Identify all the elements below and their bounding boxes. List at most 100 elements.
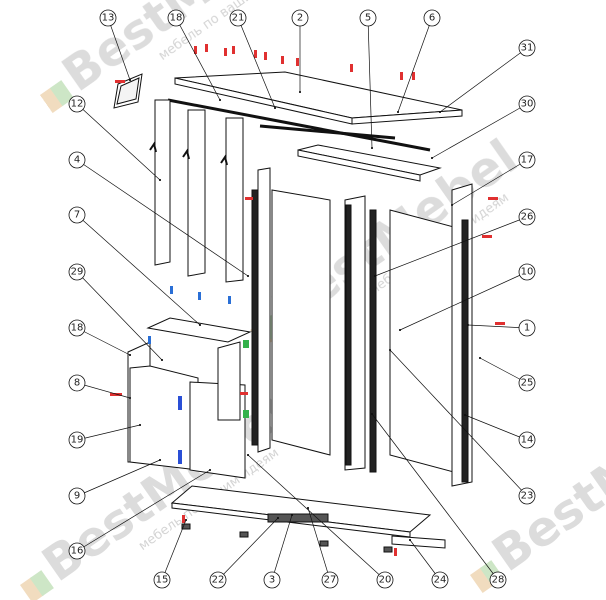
callout-label: 27 [324,575,337,586]
callout-leader [76,468,212,552]
callout-leader [76,103,162,182]
callout-label: 5 [365,13,371,24]
callout-leader [271,513,294,581]
callout-label: 17 [521,155,534,166]
callout-leader [107,17,132,82]
callout-leader [246,453,386,581]
callout-leader [398,271,528,332]
low-cabinet [127,317,252,479]
callout-circle [263,571,281,589]
callout-circle [229,9,247,27]
callout-leader [237,17,277,110]
callout-label: 23 [521,491,534,502]
callout-circle [99,9,117,27]
callout-circle [68,95,86,113]
callout-leader [463,413,528,441]
callout-label: 28 [492,575,505,586]
callout-leader [388,348,528,497]
callout-circle [68,263,86,281]
callout-circle [68,542,86,560]
callout-circle [518,208,536,226]
callout-label: 9 [74,491,80,502]
callout-leader [478,356,528,384]
callout-label: 29 [71,267,84,278]
callout-leader [306,506,331,581]
callout-label: 18 [170,13,183,24]
callout-leader [450,159,528,207]
top-panel [167,71,463,152]
callout-leader [76,382,132,400]
callout-leader [76,159,250,278]
callout-label: 24 [434,575,447,586]
callout-label: 1 [524,323,530,334]
callout-label: 30 [521,99,534,110]
callout-circle [518,151,536,169]
callout-label: 3 [269,575,275,586]
callout-circle [518,431,536,449]
legs [181,523,393,553]
callout-leader [367,17,374,150]
callout-circle [167,9,185,27]
callout-label: 22 [212,575,225,586]
callout-leader [76,327,132,357]
hanger-panels [149,99,244,283]
callout-label: 8 [74,378,80,389]
callout-label: 10 [521,267,534,278]
callout-leader [76,458,162,497]
callout-label: 6 [429,13,435,24]
callout-circle [153,571,171,589]
callout-leader [438,47,528,114]
callout-leader [466,323,528,329]
callout-leader [175,17,222,102]
callout-circle [359,9,377,27]
callout-label: 20 [379,575,392,586]
watermark-brand-4: BestMebel [482,374,606,583]
callout-label: 25 [521,378,534,389]
callout-label: 2 [297,13,303,24]
callout-circle [518,263,536,281]
callout-label: 15 [156,575,169,586]
callout-circle [68,319,86,337]
callout-label: 19 [71,435,84,446]
callout-circle [68,206,86,224]
screws [110,44,505,556]
callout-circle [423,9,441,27]
callout-circle [518,374,536,392]
callout-leader [396,17,433,114]
callout-circle [68,374,86,392]
callout-circle [209,571,227,589]
shelf [297,144,442,182]
callout-circle [68,431,86,449]
callout-label: 14 [521,435,534,446]
callout-label: 21 [232,13,245,24]
callout-label: 7 [74,210,80,221]
callout-circle [518,95,536,113]
callout-leader [370,412,499,581]
callout-circle [68,487,86,505]
callout-leader [161,518,188,581]
callout-circle [68,151,86,169]
seat-panel [170,485,446,549]
dowels [148,286,231,344]
callout-label: 31 [521,43,534,54]
callout-circle [291,9,309,27]
callout-label: 12 [71,99,84,110]
mirror [113,73,143,109]
callout-label: 18 [71,323,84,334]
callout-circle [321,571,339,589]
callout-leader [76,271,164,362]
callout-circle [489,571,507,589]
callout-leader [373,216,528,278]
callout-circle [518,319,536,337]
callout-label: 26 [521,212,534,223]
callout-circle [518,39,536,57]
callout-circle [431,571,449,589]
callout-circle [376,571,394,589]
callout-label: 13 [102,13,115,24]
callout-leader [217,516,280,581]
callout-circle [518,487,536,505]
callout-label: 16 [71,546,84,557]
callout-leader [76,423,142,441]
